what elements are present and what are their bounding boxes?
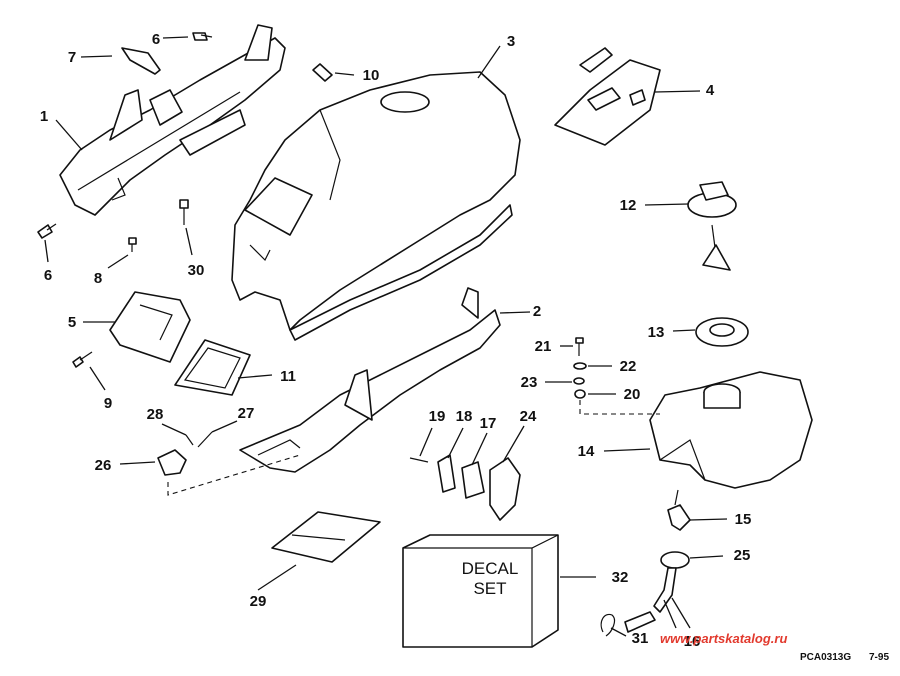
part-25-clamp [660,551,690,569]
callout-15: 15 [735,511,752,528]
part-24-latch-cover [489,457,521,521]
figure-code: PCA0313G [800,652,851,663]
part-17-latch [461,461,485,499]
callout-1: 1 [40,108,48,125]
part-21-bolt [575,337,584,356]
callout-2: 2 [533,303,541,320]
dashed-guides [167,400,660,496]
part-4-hinge-bracket [554,47,661,146]
callout-13: 13 [648,324,665,341]
callout-18: 18 [456,408,473,425]
part-14-fuel-tank [649,371,813,489]
part-19-screw [409,457,429,463]
part-31-clip [600,613,616,637]
callout-16: 16 [684,633,701,650]
part-11-gasket [174,339,251,396]
part-18-latch [437,454,456,493]
callout-9: 9 [104,395,112,412]
part-20-nut [574,389,586,399]
part-13-gasket-ring [695,317,749,347]
callout-numbers: 1 2 3 4 5 6 6 7 8 9 10 11 12 13 14 15 16… [40,31,752,650]
part-28-pin [185,434,194,446]
callout-24: 24 [520,408,537,425]
callout-12: 12 [620,197,637,214]
callout-31: 31 [632,630,649,647]
callout-11: 11 [280,368,296,385]
part-27-spring [197,431,213,448]
callout-4: 4 [706,82,715,99]
callout-25: 25 [734,547,751,564]
callout-22: 22 [620,358,637,375]
part-5-bracket [109,291,191,363]
callout-3: 3 [507,33,515,50]
watermark-text: www.partskatalog.ru [660,631,787,646]
part-9-screw [72,351,93,368]
part-2-lower-pan [239,287,501,473]
callout-32: 32 [612,569,629,586]
part-6-screw-top [192,32,213,41]
part-29-plate [271,511,381,563]
part-16-fuel-line [624,567,677,633]
callout-20: 20 [624,386,641,403]
decal-set-label-line1: DECAL [462,559,519,578]
callout-29: 29 [250,593,267,610]
callout-30: 30 [188,262,205,279]
callout-8: 8 [94,270,102,287]
part-26-clip [157,449,187,476]
callout-7: 7 [68,49,76,66]
part-23-washer [573,377,585,385]
callout-21: 21 [535,338,552,355]
part-8-screw [128,237,137,252]
part-22-washer [573,362,587,370]
callout-26: 26 [95,457,112,474]
part-12-fuel-cap [687,181,737,271]
part-7-plate [121,47,161,75]
part-10-pin [312,63,333,82]
callout-14: 14 [578,443,595,460]
callout-27: 27 [238,405,255,422]
decal-set-label-line2: SET [473,579,506,598]
part-15-fitting [667,489,691,531]
part-30-screw [179,199,189,225]
callout-10: 10 [363,67,380,84]
callout-17: 17 [480,415,497,432]
leader-lines [44,36,728,637]
callout-23: 23 [521,374,538,391]
callout-19: 19 [429,408,446,425]
figure-date: 7-95 [869,652,889,663]
callout-6-left: 6 [44,267,52,284]
part-6-screw-left [37,223,57,239]
part-3-motor-cover [231,71,521,341]
part-32-decal-set-box: DECAL SET [402,534,559,648]
callout-28: 28 [147,406,164,423]
callout-6-top: 6 [152,31,160,48]
part-1-rear-bracket [59,24,286,216]
callout-5: 5 [68,314,76,331]
